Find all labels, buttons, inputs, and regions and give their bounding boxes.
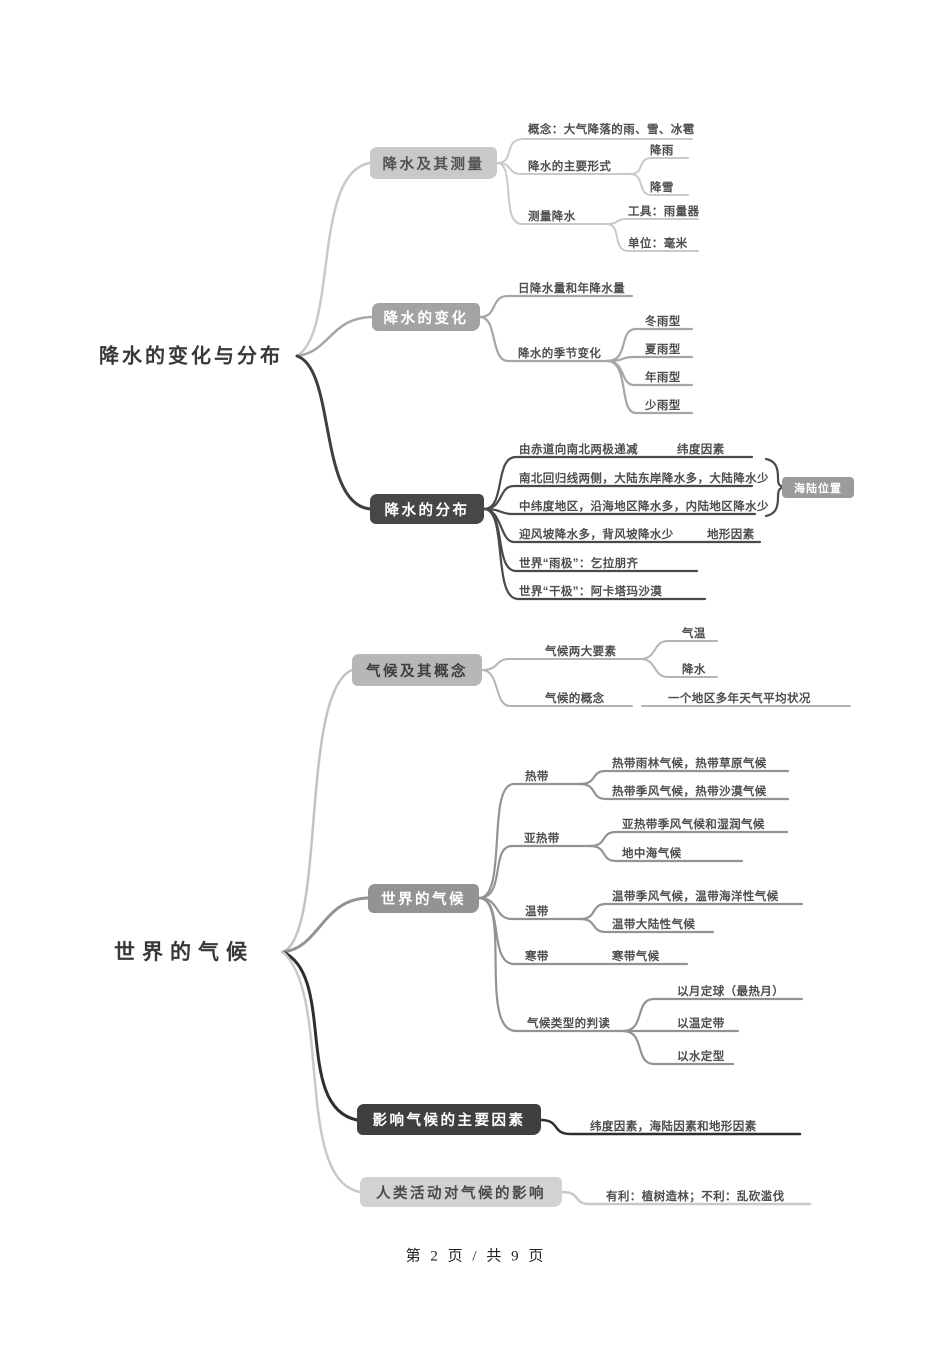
leaf-summer-rain-type: 夏雨型 [645, 344, 681, 356]
node-precipitation-change: 降水的变化 [372, 303, 480, 331]
leaf-dry-pole: 世界“干极”：阿卡塔玛沙漠 [519, 586, 663, 598]
node-climate-elements: 气候两大要素 [545, 646, 617, 658]
node-temperate: 温带 [525, 906, 549, 918]
node-climate-identify: 气候类型的判读 [527, 1018, 611, 1030]
node-measuring: 测量降水 [528, 211, 576, 223]
leaf-polar-climate: 寒带气候 [612, 951, 660, 963]
leaf-human-activity-value: 有利：植树造林；不利：乱砍滥伐 [606, 1191, 785, 1203]
edges-measure [496, 138, 699, 252]
leaf-temperate-2: 温带大陆性气候 [612, 919, 696, 931]
node-subtropical: 亚热带 [524, 833, 560, 845]
node-climate-definition: 气候的概念 [545, 693, 605, 705]
leaf-low-rain-type: 少雨型 [645, 400, 681, 412]
node-climate-factors: 影响气候的主要因素 [357, 1104, 541, 1135]
root-precipitation: 降水的变化与分布 [99, 345, 283, 368]
leaf-unit-mm: 单位：毫米 [628, 238, 688, 250]
node-precipitation-measure: 降水及其测量 [370, 147, 497, 179]
node-land-sea-position: 海陆位置 [782, 477, 854, 498]
edges-concept [481, 640, 851, 707]
leaf-factor-terrain: 地形因素 [707, 529, 755, 541]
node-seasonal-change: 降水的季节变化 [518, 348, 602, 360]
leaf-winter-rain-type: 冬雨型 [645, 316, 681, 328]
page-number: 第 2 页 / 共 9 页 [405, 1248, 547, 1265]
leaf-snow: 降雪 [650, 182, 674, 194]
leaf-factor-latitude: 纬度因素 [677, 444, 725, 456]
edges-distribution [482, 455, 785, 601]
leaf-rain-pole: 世界“雨极”：乞拉朋齐 [519, 558, 639, 570]
leaf-precipitation-concept: 概念：大气降落的雨、雪、冰雹 [528, 124, 695, 136]
leaf-identify-zone: 以温定带 [677, 1018, 725, 1030]
leaf-subtropical-1: 亚热带季风气候和湿润气候 [622, 819, 765, 831]
node-tropical: 热带 [525, 771, 549, 783]
leaf-tool-rain-gauge: 工具：雨量器 [628, 206, 700, 218]
edges-root-climate [281, 668, 370, 1194]
edges-change [478, 294, 694, 415]
node-precipitation-forms: 降水的主要形式 [528, 161, 612, 173]
leaf-precipitation: 降水 [682, 664, 706, 676]
leaf-rain: 降雨 [650, 145, 674, 157]
edge-human [560, 1190, 812, 1206]
leaf-mid-latitude: 中纬度地区，沿海地区降水多，内陆地区降水少 [519, 501, 769, 513]
node-climate-concept: 气候及其概念 [352, 654, 482, 686]
node-world-climate: 世界的气候 [368, 884, 479, 913]
edge-factors [539, 1118, 802, 1136]
leaf-tropical-1: 热带雨林气候，热带草原气候 [612, 758, 767, 770]
leaf-daily-annual: 日降水量和年降水量 [518, 283, 626, 295]
leaf-temperate-1: 温带季风气候，温带海洋性气候 [612, 891, 779, 903]
root-world-climate: 世界的气候 [114, 941, 254, 964]
leaf-temperature: 气温 [682, 628, 706, 640]
edges-root-precipitation [295, 161, 374, 511]
leaf-windward-slope: 迎风坡降水多，背风坡降水少 [519, 529, 674, 541]
leaf-climate-factors-value: 纬度因素，海陆因素和地形因素 [590, 1121, 757, 1133]
leaf-tropic-lines: 南北回归线两侧，大陆东岸降水多，大陆降水少 [519, 473, 769, 485]
leaf-subtropical-2: 地中海气候 [622, 848, 682, 860]
node-polar: 寒带 [525, 951, 549, 963]
node-precipitation-distribution: 降水的分布 [370, 494, 484, 524]
leaf-equator-decrease: 由赤道向南北两极递减 [519, 444, 638, 456]
leaf-identify-type: 以水定型 [677, 1051, 725, 1063]
node-human-activity: 人类活动对气候的影响 [360, 1177, 562, 1207]
leaf-climate-definition-value: 一个地区多年天气平均状况 [668, 693, 811, 705]
leaf-tropical-2: 热带季风气候，热带沙漠气候 [612, 786, 767, 798]
leaf-identify-hemisphere: 以月定球（最热月） [677, 986, 785, 998]
leaf-year-rain-type: 年雨型 [645, 372, 681, 384]
edges-world-climate [477, 769, 804, 1066]
